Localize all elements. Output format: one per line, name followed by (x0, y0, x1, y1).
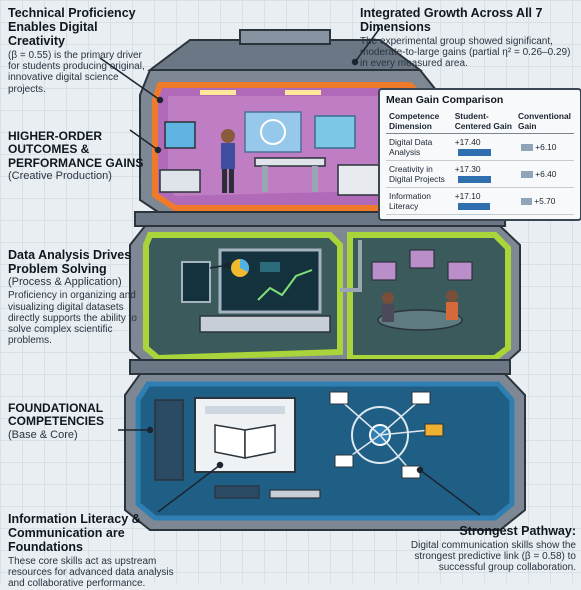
callout-technical-proficiency: Technical Proficiency Enables Digital Cr… (8, 6, 153, 95)
student-gain-value: +17.40 (454, 137, 481, 147)
cell-dimension: Creativity in Digital Projects (386, 160, 452, 188)
roof-vent (239, 29, 331, 45)
callout-integrated-growth: Integrated Growth Across All 7 Dimension… (360, 6, 575, 70)
conventional-gain-value: +6.10 (535, 142, 557, 152)
conventional-gain-value: +5.70 (534, 196, 556, 206)
conventional-gain-bar (520, 198, 532, 206)
desk (254, 157, 326, 167)
video-call-icon (447, 261, 473, 281)
section-subtitle: (Creative Production) (8, 170, 112, 183)
callout-information-literacy: Information Literacy & Communication are… (8, 512, 183, 590)
network-hub-icon (351, 406, 409, 464)
video-call-icon (409, 249, 435, 269)
cabinet (159, 169, 201, 193)
person-icon (382, 292, 394, 304)
conventional-gain-value: +6.40 (535, 169, 557, 179)
meeting-table (377, 309, 463, 331)
callout-strongest-pathway: Strongest Pathway: Digital communication… (378, 524, 576, 574)
column-header-conventional: Conventional Gain (514, 109, 574, 134)
mean-gain-table: Competence Dimension Student-Centered Ga… (386, 109, 574, 215)
callout-body: Proficiency in organizing and visualizin… (8, 290, 137, 347)
callout-title: Integrated Growth Across All 7 Dimension… (360, 6, 543, 34)
cell-student-gain: +17.40 (451, 133, 515, 161)
cell-student-gain: +17.10 (451, 187, 515, 215)
hologram-brain-icon (244, 111, 302, 153)
chat-icon (334, 454, 354, 468)
conventional-gain-bar (520, 144, 533, 152)
bottom-level (124, 359, 526, 531)
cell-conventional-gain: +5.70 (514, 187, 574, 215)
callout-title: Strongest Pathway: (459, 524, 576, 538)
holo-chart-icon (314, 115, 356, 149)
shelf (337, 164, 385, 196)
table-row: Digital Data Analysis +17.40 +6.10 (386, 133, 574, 161)
bookshelf (154, 399, 184, 481)
table-row: Creativity in Digital Projects +17.30 +6… (386, 160, 574, 188)
callout-data-analysis: Data Analysis Drives Problem Solving (Pr… (8, 248, 158, 346)
callout-body: The experimental group showed significan… (360, 36, 571, 70)
cell-student-gain: +17.30 (451, 160, 515, 188)
column-header-dimension: Competence Dimension (386, 109, 452, 134)
column-header-student-centered: Student-Centered Gain (451, 109, 515, 134)
callout-subtitle: (Process & Application) (8, 276, 122, 288)
holo-screen-icon (164, 121, 196, 149)
cell-conventional-gain: +6.10 (514, 133, 574, 161)
person-icon (446, 290, 458, 302)
callout-body: (β = 0.55) is the primary driver for stu… (8, 50, 145, 95)
mean-gain-table-panel: Mean Gain Comparison Competence Dimensio… (378, 88, 581, 221)
cell-dimension: Digital Data Analysis (386, 133, 452, 161)
mail-icon (424, 423, 444, 437)
data-monitor-icon (218, 248, 322, 314)
student-gain-bar (457, 203, 490, 211)
callout-title: Technical Proficiency Enables Digital Cr… (8, 6, 136, 48)
callout-title: Information Literacy & Communication are… (8, 512, 141, 554)
cell-dimension: Information Literacy (386, 187, 452, 215)
middle-level (129, 211, 521, 369)
person-icon (221, 129, 235, 143)
conventional-gain-bar (520, 171, 533, 179)
cell-conventional-gain: +6.40 (514, 160, 574, 188)
table-body: Digital Data Analysis +17.40 +6.10 Creat… (386, 133, 574, 215)
mail-icon (411, 391, 431, 405)
control-desk (199, 315, 331, 333)
section-subtitle: (Base & Core) (8, 428, 78, 441)
section-title: FOUNDATIONAL COMPETENCIES (8, 401, 105, 429)
label-higher-order-outcomes: HIGHER-ORDER OUTCOMES & PERFORMANCE GAIN… (8, 129, 148, 183)
section-title: HIGHER-ORDER OUTCOMES & PERFORMANCE GAIN… (8, 129, 144, 170)
student-gain-value: +17.30 (454, 164, 481, 174)
student-gain-bar (457, 176, 491, 184)
chat-icon (329, 391, 349, 405)
label-foundational-competencies: FOUNDATIONAL COMPETENCIES (Base & Core) (8, 401, 118, 441)
chat-icon (401, 465, 421, 479)
callout-title: Data Analysis Drives Problem Solving (8, 248, 132, 276)
callout-body: These core skills act as upstream resour… (8, 556, 174, 590)
student-gain-value: +17.10 (454, 191, 481, 201)
callout-body: Digital communication skills show the st… (410, 540, 576, 574)
table-row: Information Literacy +17.10 +5.70 (386, 187, 574, 215)
table-header-row: Competence Dimension Student-Centered Ga… (386, 109, 574, 134)
table-title: Mean Gain Comparison (386, 94, 504, 106)
video-call-icon (371, 261, 397, 281)
student-gain-bar (457, 149, 491, 157)
